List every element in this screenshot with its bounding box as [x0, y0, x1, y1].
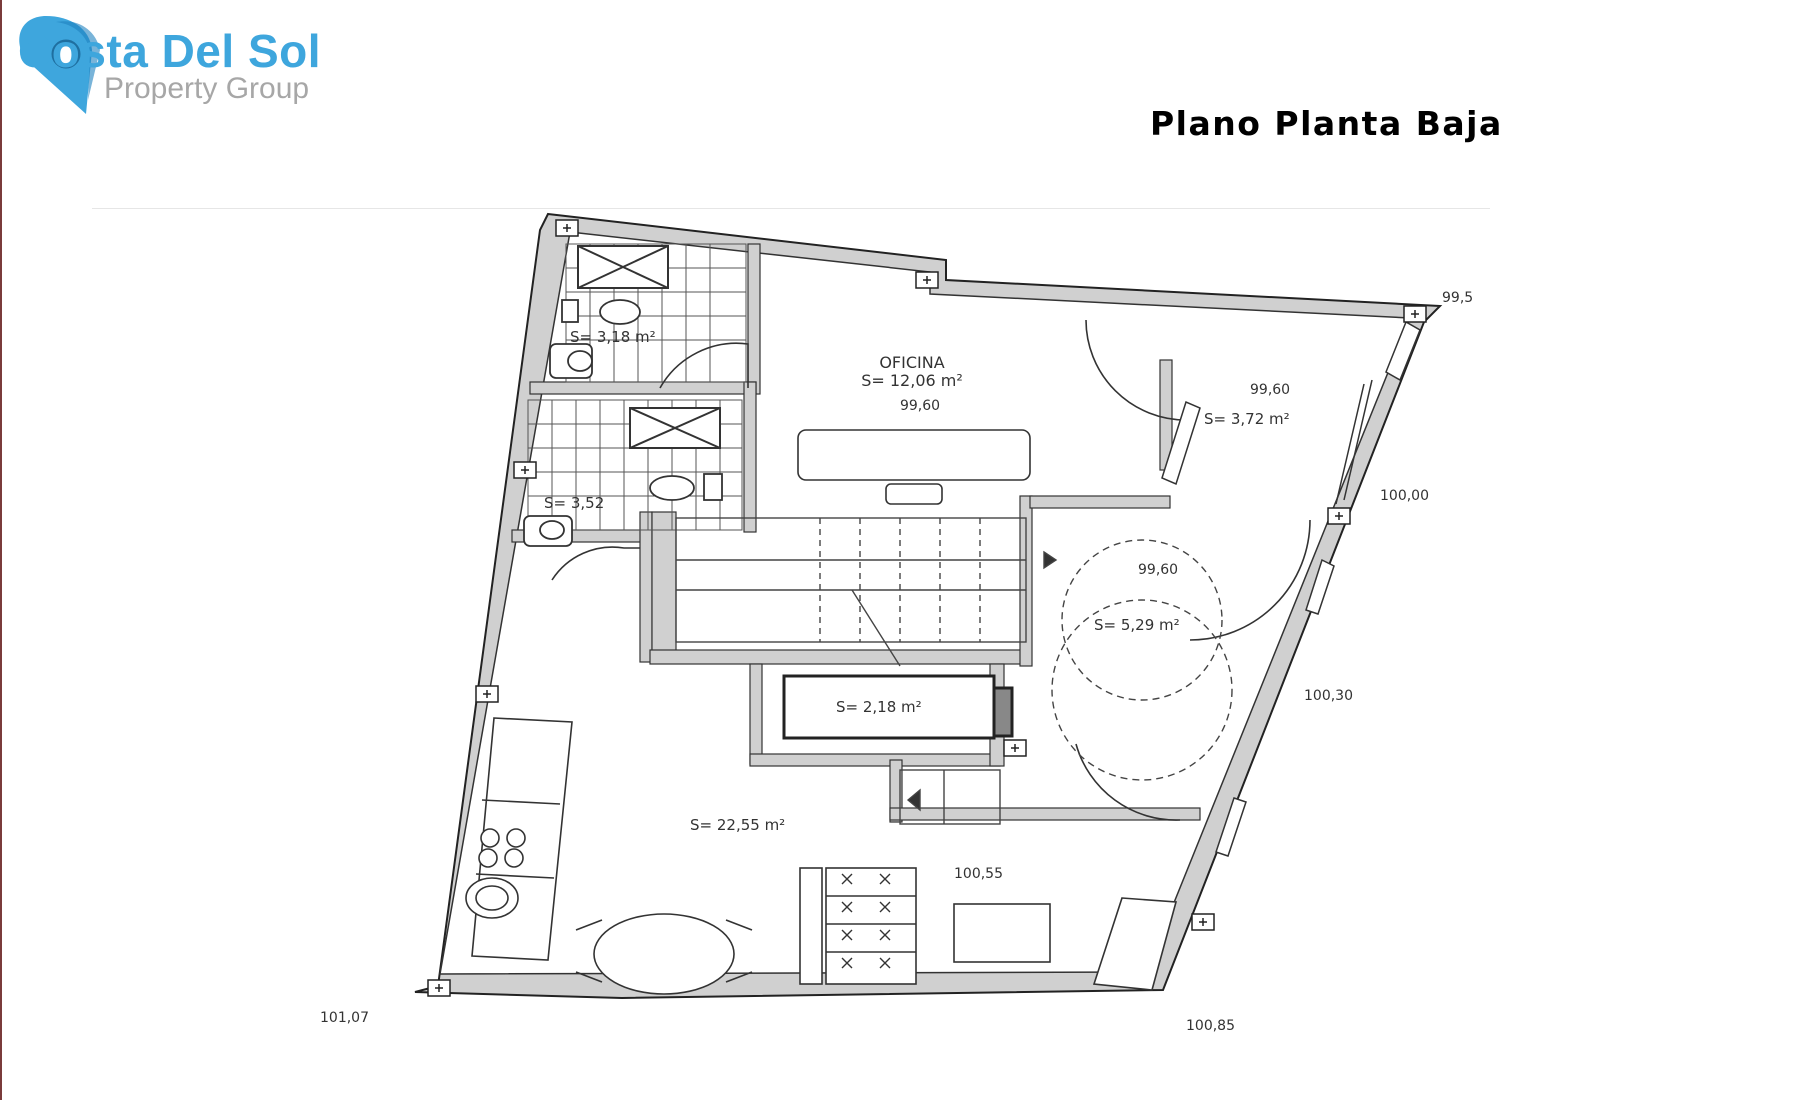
hall-area-label: S= 5,29 m²: [1094, 616, 1180, 634]
outer-walls: [414, 212, 1443, 1000]
kitchen-counter: [465, 717, 573, 961]
level-right-upper: 100,00: [1380, 488, 1429, 504]
office-level-label: 99,60: [900, 398, 940, 414]
brand-tagline: Property Group: [104, 72, 310, 105]
level-top-right: 99,5: [1442, 290, 1473, 306]
location-pin-icon: [19, 16, 100, 114]
office-area-label: S= 12,06 m²: [861, 371, 963, 390]
living-level-label: 100,55: [954, 866, 1003, 882]
storage-cabinet: [782, 674, 1014, 740]
brand-name: Costa Del Sol: [18, 25, 322, 77]
window-frames: [1161, 320, 1421, 857]
sofa: [799, 867, 1178, 991]
hall-level-label: 99,60: [1138, 562, 1178, 578]
entry-level-label: 99,60: [1250, 382, 1290, 398]
bath1-area-label: S= 3,18 m²: [570, 328, 656, 346]
office-room-name: OFICINA: [879, 353, 944, 372]
level-bottom-right: 100,85: [1186, 1018, 1235, 1034]
header-divider: [92, 208, 1490, 209]
entry-area-label: S= 3,72 m²: [1204, 410, 1290, 428]
storage-area-label: S= 2,18 m²: [836, 698, 922, 716]
turning-circles: [1051, 539, 1233, 781]
office-desk: [797, 429, 1031, 505]
page-title: Plano Planta Baja: [1150, 104, 1503, 143]
dining-table: [575, 913, 753, 995]
bathroom-fixtures: [523, 299, 723, 547]
brand-logo[interactable]: Costa Del Sol Property Group: [8, 10, 338, 125]
level-right-mid: 100,30: [1304, 688, 1353, 704]
survey-markers: [427, 219, 1427, 997]
living-area-label: S= 22,55 m²: [690, 816, 785, 834]
interior-walls: [511, 243, 1201, 823]
level-bottom-left: 101,07: [320, 1010, 369, 1026]
shower-tray: [577, 245, 721, 449]
bath2-area-label: S= 3,52: [544, 494, 604, 512]
page-edge-line: [0, 0, 2, 1100]
staircase: [675, 517, 1058, 825]
